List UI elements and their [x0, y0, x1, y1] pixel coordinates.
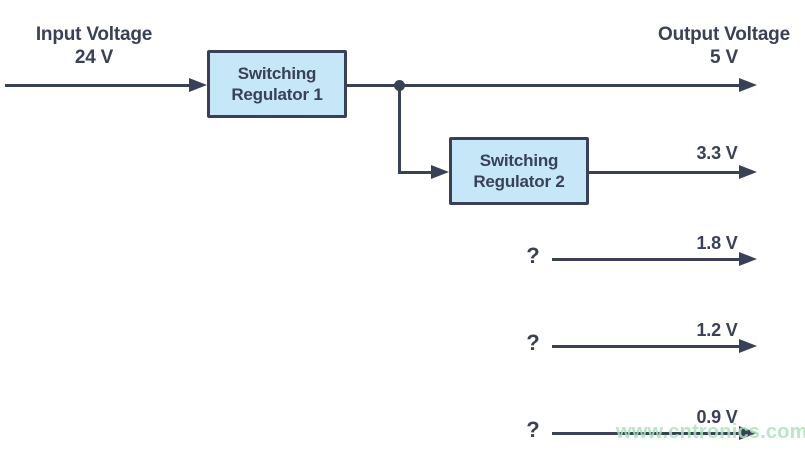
regulator2-label-line1: Switching — [479, 150, 559, 170]
output-3v3-value: 3.3 V — [696, 143, 738, 163]
switching-regulator-1-box: Switching Regulator 1 — [207, 50, 347, 118]
rail-0v9-line — [552, 432, 739, 435]
regulator1-label-line2: Regulator 1 — [231, 85, 323, 104]
output-voltage-label: Output Voltage — [658, 24, 790, 45]
rail-1v2-line — [552, 345, 739, 348]
rail-0v9-arrowhead-icon — [739, 426, 757, 440]
unknown-source-mark-2: ? — [526, 330, 540, 355]
output-5v-arrowhead-icon — [739, 78, 757, 92]
output-voltage-value: 5 V — [710, 47, 738, 68]
regulator1-label-line1: Switching — [237, 63, 317, 83]
rail-1v8-line — [552, 258, 739, 261]
input-voltage-value: 24 V — [74, 47, 114, 68]
input-voltage-label: Input Voltage — [35, 24, 153, 45]
input-arrow-line — [5, 84, 189, 87]
branch-vertical-line — [398, 84, 401, 173]
branch-arrowhead-icon — [431, 165, 449, 179]
rail-0v9-value: 0.9 V — [696, 407, 738, 427]
branch-horizontal-line — [398, 171, 431, 174]
output-5v-line — [347, 84, 739, 87]
regulator2-label-line2: Regulator 2 — [473, 172, 565, 191]
rail-1v2-value: 1.2 V — [696, 320, 738, 340]
rail-1v2-arrowhead-icon — [739, 339, 757, 353]
switching-regulator-2-box: Switching Regulator 2 — [449, 137, 589, 205]
watermark-text: www.cntronics.com — [616, 421, 805, 443]
output-3v3-arrowhead-icon — [739, 165, 757, 179]
unknown-source-mark-1: ? — [526, 243, 540, 268]
rail-1v8-value: 1.8 V — [696, 233, 738, 253]
rail-1v8-arrowhead-icon — [739, 252, 757, 266]
output-3v3-line — [589, 171, 739, 174]
unknown-source-mark-3: ? — [526, 417, 540, 442]
input-arrowhead-icon — [189, 78, 207, 92]
